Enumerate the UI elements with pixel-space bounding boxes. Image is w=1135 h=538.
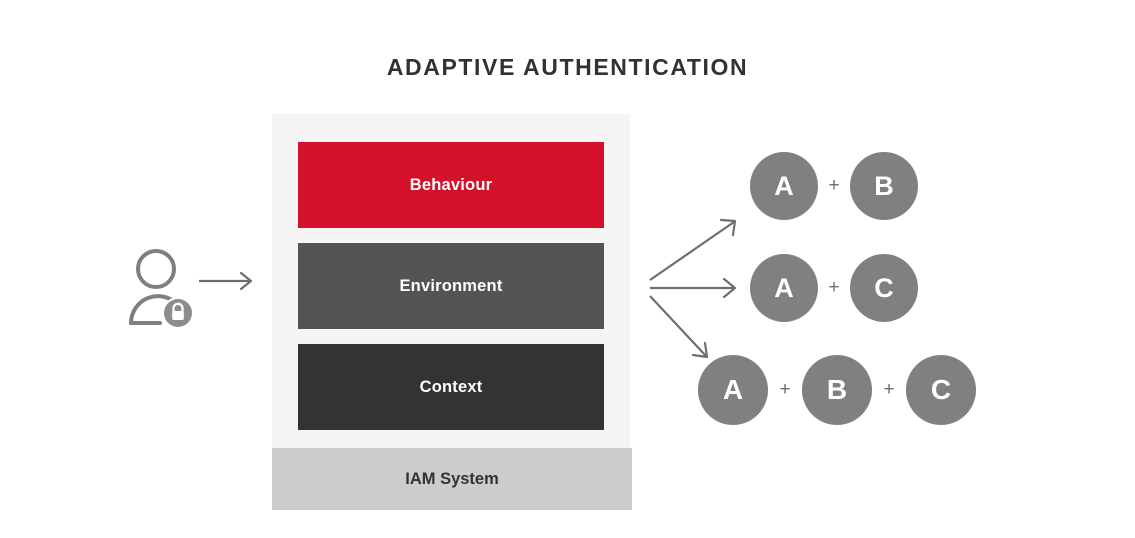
outcome-arrows-group xyxy=(649,218,737,359)
factor-bubble-a[interactable]: A xyxy=(750,152,818,220)
actor-flow-arrow-icon xyxy=(199,271,253,291)
outcome-row-2: A + C xyxy=(750,254,918,322)
factor-bubble-label: B xyxy=(826,374,848,405)
actor-group xyxy=(128,243,260,335)
outcome-row-3: A + B + C xyxy=(698,355,976,425)
factor-bubble-label: B xyxy=(874,170,894,201)
layer-behaviour-label: Behaviour xyxy=(409,175,493,194)
plus-symbol: + xyxy=(779,379,791,400)
factor-bubble-label: C xyxy=(874,272,894,303)
arrow-right-icon xyxy=(650,277,737,299)
factor-bubble-c[interactable]: C xyxy=(906,355,976,425)
arrow-up-right-icon xyxy=(649,218,737,281)
factor-bubble-a[interactable]: A xyxy=(750,254,818,322)
factor-bubble-b[interactable]: B xyxy=(802,355,872,425)
factor-bubble-label: A xyxy=(774,170,794,201)
plus-symbol: + xyxy=(828,175,840,196)
factor-bubble-b[interactable]: B xyxy=(850,152,918,220)
layer-behaviour[interactable]: Behaviour xyxy=(298,142,604,228)
arrow-down-right-icon xyxy=(649,295,709,359)
layer-environment-label: Environment xyxy=(399,276,503,295)
layer-context[interactable]: Context xyxy=(298,344,604,430)
plus-symbol: + xyxy=(883,379,895,400)
iam-system-bar[interactable]: IAM System xyxy=(272,448,632,510)
layer-environment[interactable]: Environment xyxy=(298,243,604,329)
user-with-lock-icon xyxy=(129,249,194,329)
factor-stack: Behaviour Environment Context xyxy=(272,114,630,448)
factor-bubble-label: C xyxy=(930,374,952,405)
iam-system-label: IAM System xyxy=(405,469,499,488)
plus-symbol: + xyxy=(828,277,840,298)
page-title: ADAPTIVE AUTHENTICATION xyxy=(386,54,749,80)
layer-context-label: Context xyxy=(419,377,483,396)
outcome-row-1: A + B xyxy=(750,152,918,220)
factor-bubble-label: A xyxy=(774,272,794,303)
factor-bubble-label: A xyxy=(722,374,744,405)
factor-bubble-a[interactable]: A xyxy=(698,355,768,425)
factor-bubble-c[interactable]: C xyxy=(850,254,918,322)
